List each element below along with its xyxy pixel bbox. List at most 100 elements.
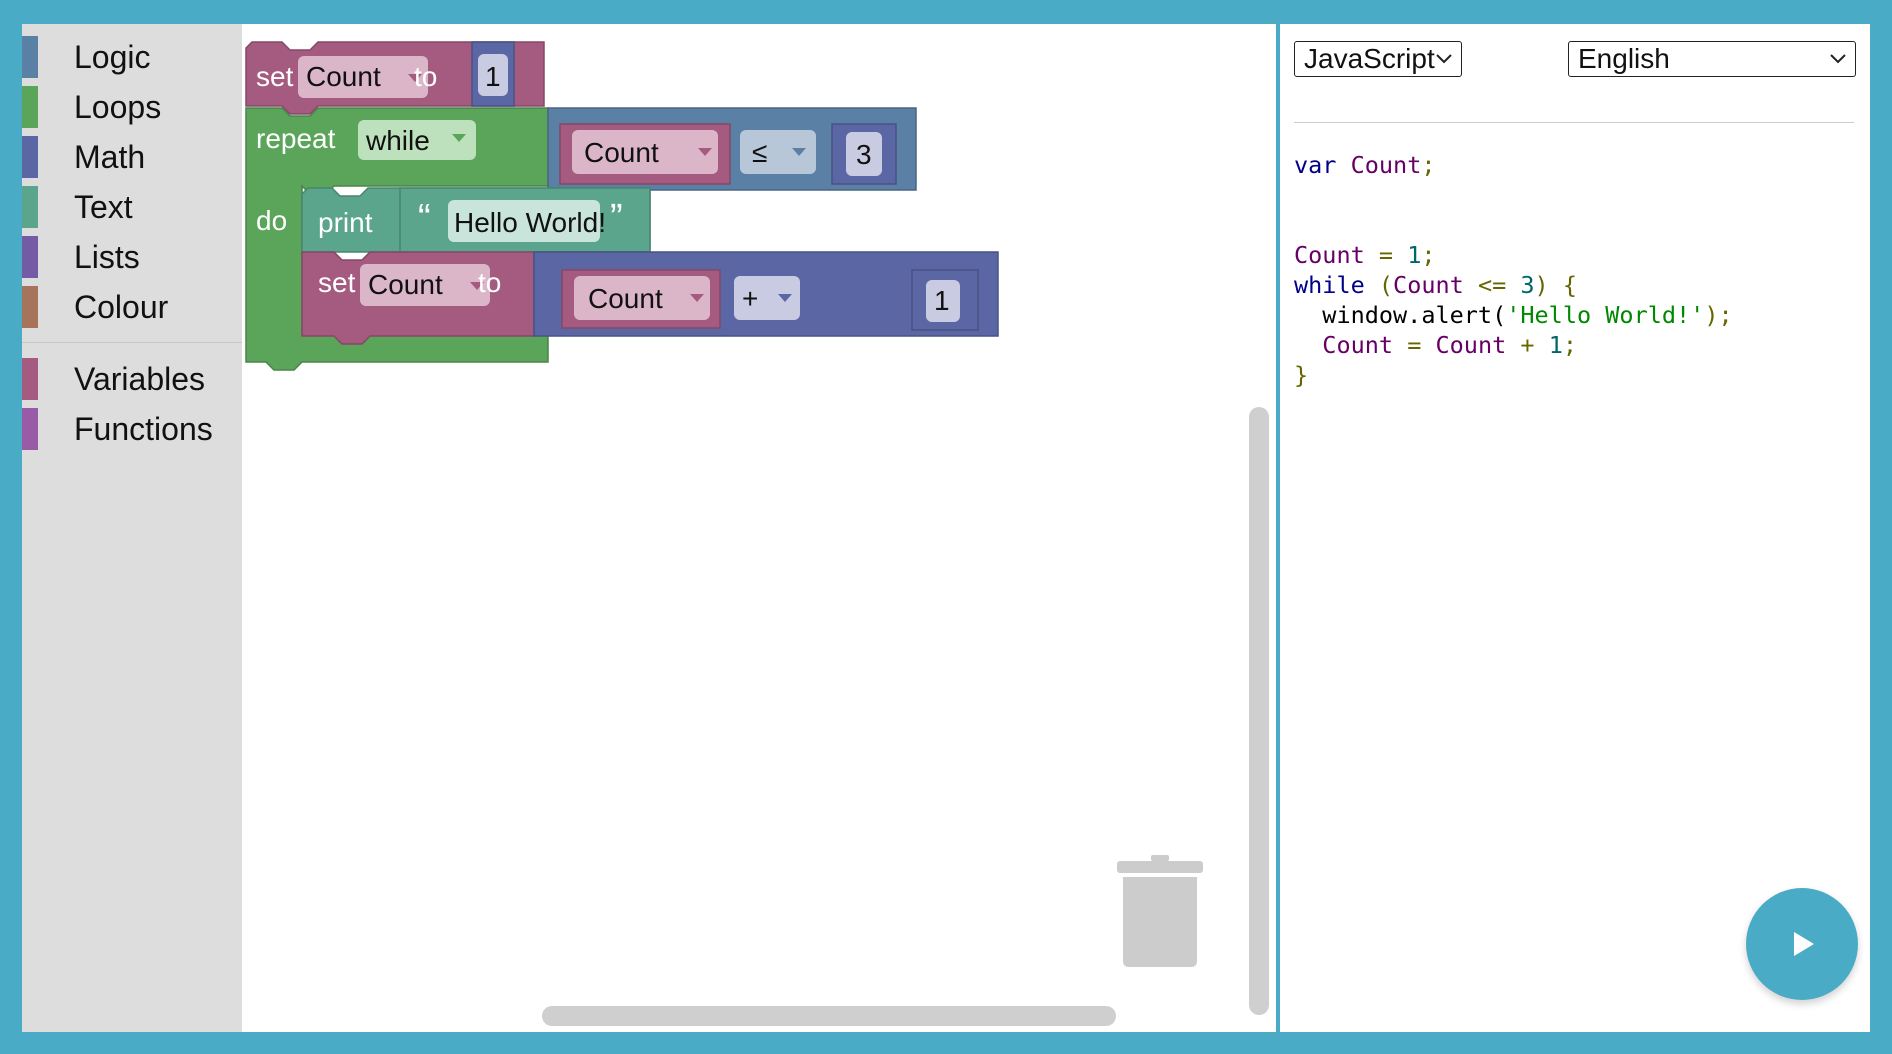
arith-op-value: + xyxy=(742,283,758,314)
category-swatch xyxy=(22,36,38,78)
code-token: window.alert( xyxy=(1294,301,1507,329)
app-frame: Logic Loops Math Text Lists Colour Varia… xyxy=(22,24,1870,1032)
generated-code: var Count; Count = 1; while (Count <= 3)… xyxy=(1294,150,1733,390)
arith-value-field[interactable] xyxy=(926,280,960,322)
repeat-mode-dropdown[interactable] xyxy=(358,120,476,160)
workspace-vertical-scrollbar[interactable] xyxy=(1249,407,1269,1015)
chevron-down-icon xyxy=(408,74,422,82)
chevron-down-icon xyxy=(1830,54,1846,64)
category-swatch xyxy=(22,136,38,178)
set-label: set xyxy=(256,61,294,92)
chevron-down-icon xyxy=(792,148,806,156)
code-token: Count xyxy=(1435,331,1507,359)
to-label: to xyxy=(414,61,437,92)
category-label: Lists xyxy=(74,238,140,275)
set-value-field[interactable] xyxy=(478,54,508,96)
do-label: do xyxy=(256,205,287,236)
code-token: 1 xyxy=(1407,241,1422,269)
trash-icon[interactable] xyxy=(1115,853,1205,968)
compare-block[interactable]: Count ≤ 3 xyxy=(547,107,917,191)
code-token: ; xyxy=(1562,331,1578,359)
category-label: Colour xyxy=(74,288,169,325)
set-var-dropdown[interactable] xyxy=(298,56,428,98)
category-loops[interactable]: Loops xyxy=(22,86,242,128)
print-block[interactable]: print “ Hello World! ” xyxy=(301,187,651,253)
to-label: to xyxy=(478,267,501,298)
blocks-canvas: repeat while do Count ≤ 3 xyxy=(245,41,999,371)
code-token: 3 xyxy=(1520,271,1535,299)
category-lists[interactable]: Lists xyxy=(22,236,242,278)
compare-value: 3 xyxy=(856,139,872,170)
code-token: + xyxy=(1506,331,1549,359)
code-token: = xyxy=(1364,241,1408,269)
category-swatch xyxy=(22,236,38,278)
repeat-label: repeat xyxy=(256,123,336,154)
code-panel: JavaScript English var Count; Count = 1;… xyxy=(1280,24,1870,1032)
category-label: Variables xyxy=(74,360,206,397)
compare-var-dropdown[interactable] xyxy=(572,130,718,174)
chevron-down-icon xyxy=(452,134,466,142)
category-math[interactable]: Math xyxy=(22,136,242,178)
language-select[interactable]: JavaScript xyxy=(1294,41,1462,77)
arith-op-dropdown[interactable] xyxy=(734,276,800,320)
code-token: ); xyxy=(1704,301,1733,329)
print-text-value: Hello World! xyxy=(454,207,606,238)
code-token: var xyxy=(1294,151,1337,179)
category-text[interactable]: Text xyxy=(22,186,242,228)
set-value: 1 xyxy=(485,61,501,92)
panel-divider xyxy=(1294,122,1854,123)
compare-op-dropdown[interactable] xyxy=(740,130,816,174)
category-swatch xyxy=(22,408,38,450)
category-label: Loops xyxy=(74,88,162,125)
play-icon xyxy=(1794,932,1814,956)
category-swatch xyxy=(22,86,38,128)
set-var-value: Count xyxy=(306,61,381,92)
category-variables[interactable]: Variables xyxy=(22,358,242,400)
category-label: Text xyxy=(74,188,133,225)
arith-value: 1 xyxy=(934,285,950,316)
code-token: <= xyxy=(1463,271,1521,299)
code-token: Count xyxy=(1393,271,1464,299)
repeat-while-block[interactable]: repeat while do xyxy=(245,107,549,371)
chevron-down-icon xyxy=(698,148,712,156)
chevron-down-icon xyxy=(778,294,792,302)
set-label: set xyxy=(318,267,356,298)
code-token: ( xyxy=(1364,271,1394,299)
code-token: 1 xyxy=(1548,331,1563,359)
code-token: Count xyxy=(1294,331,1394,359)
category-label: Logic xyxy=(74,38,151,75)
print-text-field[interactable] xyxy=(448,200,600,242)
compare-var-value: Count xyxy=(584,137,659,168)
category-functions[interactable]: Functions xyxy=(22,408,242,450)
code-token: ; xyxy=(1421,241,1436,269)
toolbox: Logic Loops Math Text Lists Colour Varia… xyxy=(22,24,242,1032)
category-logic[interactable]: Logic xyxy=(22,36,242,78)
arith-var-dropdown[interactable] xyxy=(574,276,710,320)
workspace-horizontal-scrollbar[interactable] xyxy=(542,1006,1116,1026)
open-quote: “ xyxy=(418,197,431,239)
code-token: Count xyxy=(1294,241,1365,269)
category-swatch xyxy=(22,186,38,228)
arith-var-value: Count xyxy=(588,283,663,314)
category-colour[interactable]: Colour xyxy=(22,286,242,328)
block-workspace[interactable]: repeat while do Count ≤ 3 xyxy=(242,24,1276,1032)
compare-op-value: ≤ xyxy=(752,137,767,168)
code-token: = xyxy=(1393,331,1436,359)
set-var-dropdown[interactable] xyxy=(360,264,490,306)
chevron-down-icon xyxy=(470,282,484,290)
set-count-block[interactable]: set Count to 1 xyxy=(245,41,545,115)
code-token: 'Hello World!' xyxy=(1506,301,1705,329)
code-token: Count xyxy=(1350,151,1422,179)
run-button[interactable] xyxy=(1746,888,1858,1000)
chevron-down-icon xyxy=(1436,54,1452,64)
category-label: Functions xyxy=(74,410,213,447)
compare-value-field[interactable] xyxy=(846,132,882,176)
toolbox-separator xyxy=(22,342,242,343)
set-count-increment-block[interactable]: set Count to Count + 1 xyxy=(301,251,999,345)
locale-select[interactable]: English xyxy=(1568,41,1856,77)
language-select-value: JavaScript xyxy=(1304,43,1435,74)
close-quote: ” xyxy=(610,197,623,239)
category-swatch xyxy=(22,286,38,328)
category-swatch xyxy=(22,358,38,400)
repeat-mode-value: while xyxy=(365,125,430,156)
